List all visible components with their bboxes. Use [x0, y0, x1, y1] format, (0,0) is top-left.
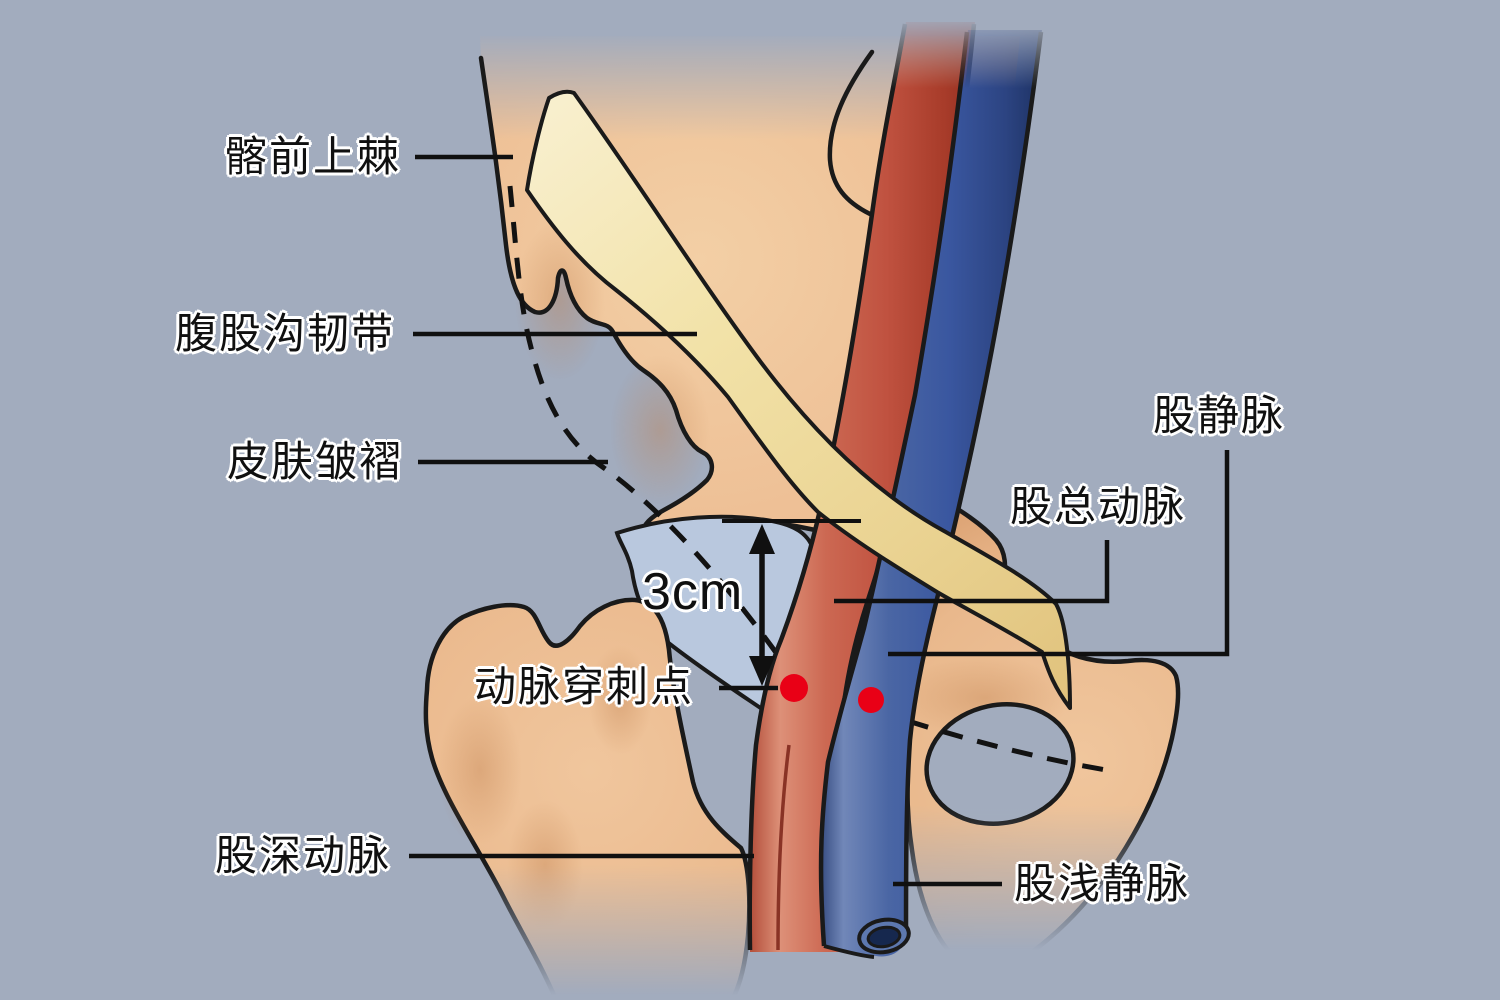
label-deep-femoral-artery: 股深动脉: [215, 832, 392, 879]
label-skin-crease: 皮肤皱褶: [227, 438, 404, 485]
label-superficial-femoral-vein: 股浅静脉: [1014, 860, 1191, 907]
label-artery-puncture-point: 动脉穿刺点: [474, 663, 695, 710]
puncture-dot-artery: [780, 674, 808, 702]
common-femoral-artery-leader-line: [834, 540, 1110, 604]
label-femoral-vein: 股静脉: [1153, 392, 1286, 439]
inguinal-ligament-band: [525, 89, 1072, 710]
femur-bone: [423, 597, 752, 1000]
label-inguinal-ligament: 腹股沟韧带: [175, 310, 396, 357]
label-3cm-measurement: 3cm: [642, 563, 744, 621]
femoral-vein: [818, 30, 1044, 959]
label-asis: 髂前上棘: [225, 133, 402, 180]
measurement-arrow-3cm: [722, 519, 861, 686]
vein-cut-lumen: [866, 925, 902, 949]
femoral-vein-leader-line: [888, 450, 1230, 657]
deep-femoral-branch-line: [776, 744, 791, 951]
pelvic-brim-curve: [827, 49, 875, 217]
label-common-femoral-artery: 股总动脉: [1010, 483, 1187, 530]
obturator-foramen: [924, 702, 1076, 826]
puncture-dot-vein: [858, 687, 884, 713]
skin-crease-dashed-line: [507, 185, 1107, 773]
